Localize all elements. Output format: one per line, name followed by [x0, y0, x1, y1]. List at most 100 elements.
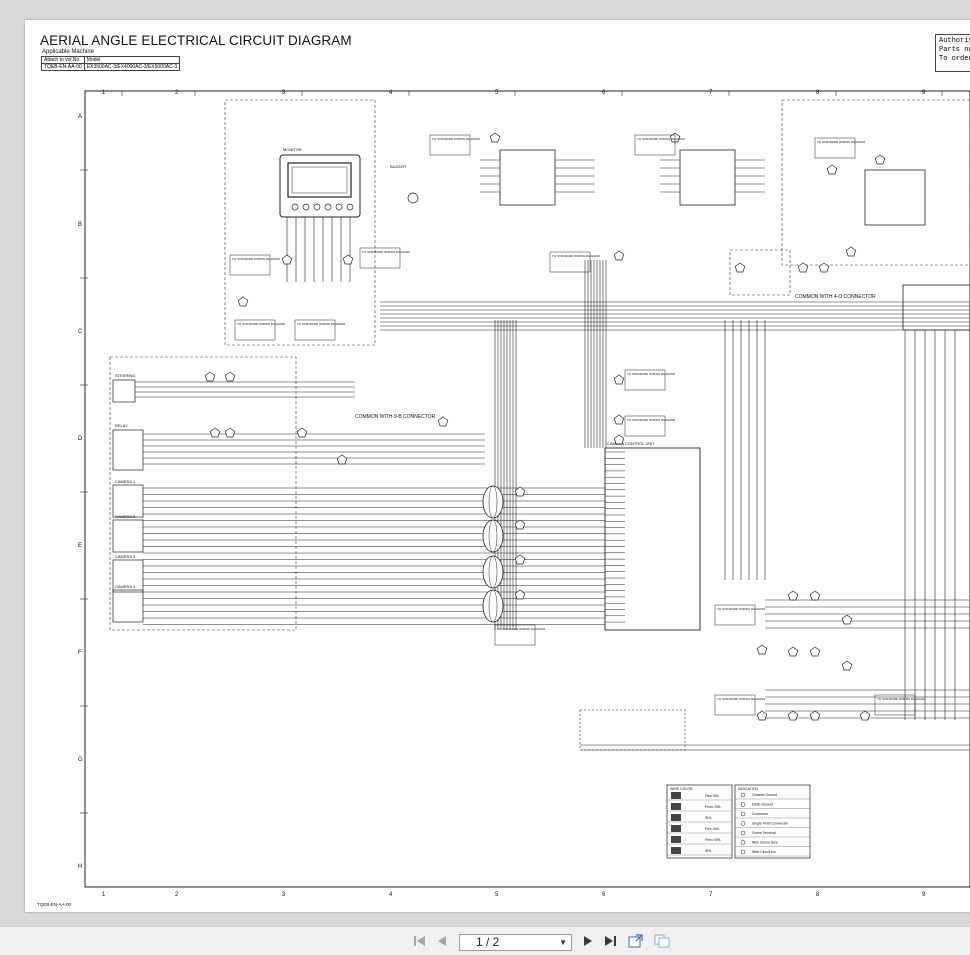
pentagon-marker — [613, 250, 625, 261]
pentagon-marker — [224, 371, 236, 382]
pentagon-marker — [787, 710, 799, 721]
pentagon-marker — [281, 254, 293, 265]
column-label: 8 — [816, 892, 820, 898]
to-standard-text: TO STANDARD WIRING DIAGRAM — [637, 137, 686, 141]
authorised-line: Parts num — [939, 46, 970, 54]
pentagon-marker — [797, 262, 809, 273]
row-label: C — [78, 329, 83, 335]
to-standard-text: TO STANDARD WIRING DIAGRAM — [717, 697, 766, 701]
legend-symbol — [740, 849, 746, 855]
to-standard-callout — [814, 137, 856, 159]
column-label: 7 — [709, 90, 713, 96]
pentagon-marker — [613, 414, 625, 425]
column-label: 3 — [282, 892, 286, 898]
pentagon-marker — [296, 427, 308, 438]
to-standard-text: TO STANDARD WIRING DIAGRAM — [817, 140, 866, 144]
buzzer-symbol — [407, 192, 419, 204]
to-standard-callout — [549, 251, 591, 273]
previous-page-icon[interactable] — [434, 934, 450, 948]
steering-label: STEERING — [115, 373, 135, 378]
to-standard-callout — [874, 694, 916, 716]
legend-left-row: Flex.SHL — [705, 794, 719, 798]
legend: WIRE COLOR INDICATION Flex.SHLFerro.SHLS… — [666, 784, 811, 859]
to-standard-text: TO STANDARD WIRING DIAGRAM — [232, 257, 281, 261]
legend-left-row: Ferro.SHL — [705, 805, 721, 809]
legend-left-row: SHL — [705, 816, 712, 820]
first-page-icon[interactable] — [412, 934, 428, 948]
common-9-label: COMMON WITH 9-B CONNECTOR — [355, 414, 436, 420]
row-label: D — [78, 436, 83, 442]
pentagon-marker — [514, 589, 526, 600]
shield-oval-inner — [488, 555, 498, 589]
column-label: 4 — [389, 892, 393, 898]
next-page-icon[interactable] — [580, 934, 596, 948]
column-label: 6 — [602, 90, 606, 96]
pentagon-marker — [809, 710, 821, 721]
row-label: A — [78, 114, 82, 120]
column-label: 2 — [175, 892, 179, 898]
page-number-select[interactable]: 1 / 2 ▼ — [459, 934, 572, 951]
column-label: 7 — [709, 892, 713, 898]
common-4-label: COMMON WITH 4-O CONNECTOR — [795, 294, 876, 300]
buzzer-label: BUZZER — [390, 164, 406, 169]
column-label: 9 — [922, 90, 926, 96]
shield-oval — [482, 589, 504, 623]
column-label: 9 — [922, 892, 926, 898]
legend-swatch — [671, 792, 681, 799]
to-standard-callout — [634, 134, 676, 156]
authorised-line: To order — [939, 55, 970, 63]
pentagon-marker — [342, 254, 354, 265]
authorised-line: Authorise — [939, 37, 970, 45]
pentagon-marker — [209, 427, 221, 438]
monitor-region — [224, 99, 376, 346]
monitor-unit: MONITOR — [279, 147, 361, 218]
legend-symbol — [740, 802, 746, 807]
camera-label: CAMERA 4 — [115, 584, 136, 589]
to-standard-text: TO STANDARD WIRING DIAGRAM — [432, 137, 481, 141]
model-value: EX3500AC-3/EX4000AC-3/EX5000AC-3 — [83, 63, 181, 71]
pentagon-marker — [756, 710, 768, 721]
legend-right-row: Screw Terminal — [752, 831, 776, 835]
pentagon-marker — [859, 710, 871, 721]
fit-page-icon[interactable] — [628, 934, 644, 948]
machine-info-table: Attach to vol.No. Model TQEB-EN-AA-00 EX… — [41, 56, 181, 71]
to-standard-callout — [624, 369, 666, 391]
pentagon-marker — [514, 519, 526, 530]
column-label: 4 — [389, 90, 393, 96]
rotate-view-icon[interactable] — [654, 934, 670, 948]
camera-box — [112, 484, 144, 518]
legend-left-row: Flex.SHL — [705, 827, 719, 831]
shield-oval — [482, 555, 504, 589]
connector-region — [729, 249, 791, 296]
pentagon-marker — [437, 416, 449, 427]
row-label: B — [78, 222, 82, 228]
legend-swatch — [671, 825, 681, 832]
to-standard-text: TO STANDARD WIRING DIAGRAM — [497, 627, 546, 631]
to-standard-callout — [624, 415, 666, 437]
legend-right-row: Single Point Connector — [752, 822, 789, 826]
legend-right-row: Chassis Ground — [752, 793, 777, 797]
column-label: 5 — [495, 892, 499, 898]
pentagon-marker — [809, 590, 821, 601]
shield-oval-inner — [488, 485, 498, 519]
to-standard-callout — [294, 319, 336, 341]
column-label: 1 — [102, 90, 106, 96]
to-standard-text: TO STANDARD WIRING DIAGRAM — [627, 418, 676, 422]
to-standard-text: TO STANDARD WIRING DIAGRAM — [717, 607, 766, 611]
pentagon-marker — [224, 427, 236, 438]
chevron-down-icon: ▼ — [559, 938, 567, 947]
column-label: 1 — [102, 892, 106, 898]
svg-text:CAMERA CONTROL UNIT: CAMERA CONTROL UNIT — [607, 441, 655, 446]
row-label: E — [78, 543, 82, 549]
shield-oval-inner — [488, 519, 498, 553]
legend-swatch — [671, 803, 681, 810]
column-label: 2 — [175, 90, 179, 96]
camera-box — [112, 589, 144, 623]
to-standard-text: TO STANDARD WIRING DIAGRAM — [627, 372, 676, 376]
last-page-icon[interactable] — [602, 934, 618, 948]
to-standard-text: TO STANDARD WIRING DIAGRAM — [237, 322, 286, 326]
pentagon-marker — [841, 614, 853, 625]
to-standard-callout — [229, 254, 271, 276]
pentagon-marker — [489, 132, 501, 143]
